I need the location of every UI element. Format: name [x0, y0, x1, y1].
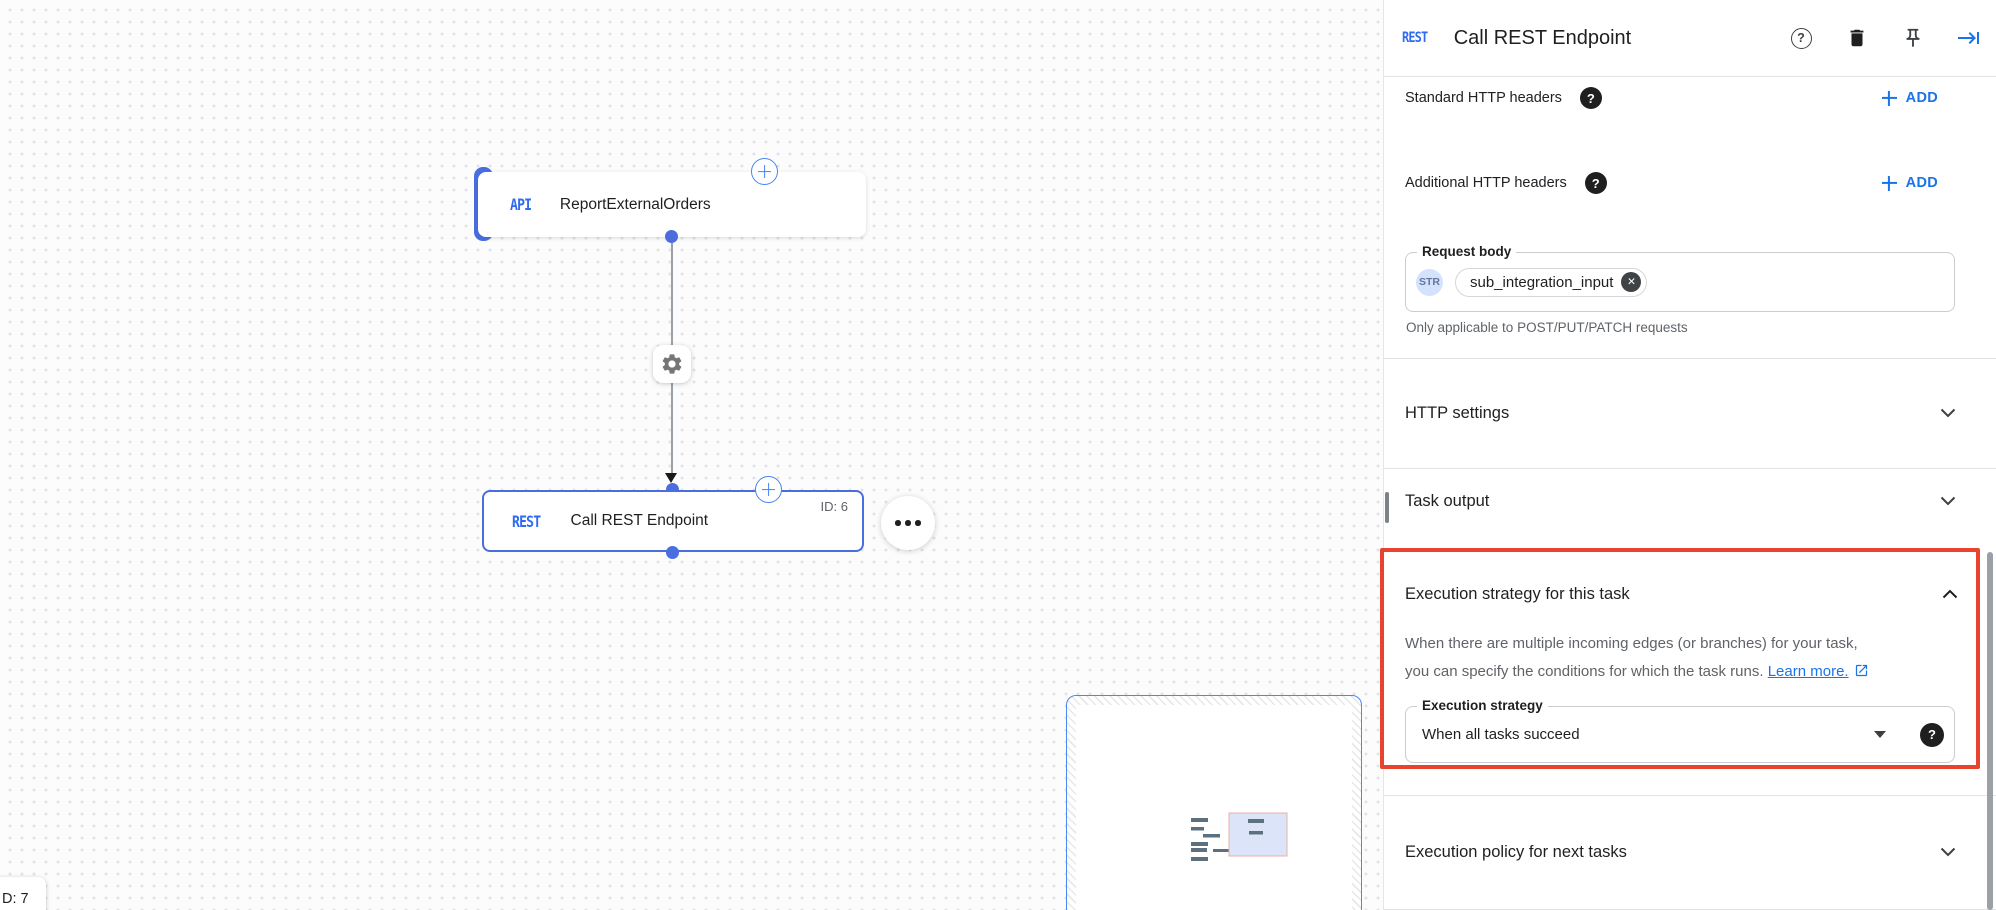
- http-settings-title: HTTP settings: [1405, 403, 1510, 422]
- standard-http-headers-label: Standard HTTP headers: [1405, 90, 1562, 106]
- help-button[interactable]: [1788, 25, 1814, 51]
- request-body-label: Request body: [1417, 244, 1517, 259]
- edge-settings-button[interactable]: [653, 345, 691, 383]
- task-more-actions-button[interactable]: [881, 496, 935, 550]
- section-execution-strategy[interactable]: Execution strategy for this task: [1405, 580, 1958, 608]
- keyboard-tab-icon: [1958, 32, 1979, 44]
- request-body-field[interactable]: Request body STR sub_integration_input: [1405, 244, 1955, 312]
- delete-task-button[interactable]: [1844, 25, 1870, 51]
- execution-policy-title: Execution policy for next tasks: [1405, 842, 1627, 861]
- dot-icon: [915, 520, 921, 526]
- panel-scrollbar[interactable]: [1987, 552, 1993, 910]
- minimap-diagram-icon: [1191, 812, 1288, 861]
- help-filled-icon[interactable]: [1920, 722, 1944, 747]
- add-task-icon[interactable]: [755, 476, 782, 503]
- request-body-helper-text: Only applicable to POST/PUT/PATCH reques…: [1406, 320, 1688, 335]
- task-node-call-rest-endpoint[interactable]: REST Call REST Endpoint ID: 6: [482, 490, 864, 552]
- task-node-label: Call REST Endpoint: [570, 512, 709, 529]
- dot-icon: [905, 520, 911, 526]
- gear-icon: [662, 354, 682, 374]
- learn-more-link[interactable]: Learn more.: [1767, 662, 1849, 680]
- help-filled-icon[interactable]: [1579, 87, 1602, 109]
- dot-icon: [895, 520, 901, 526]
- description-line-1: When there are multiple incoming edges (…: [1405, 635, 1858, 652]
- section-http-settings[interactable]: HTTP settings: [1384, 358, 1996, 468]
- dropdown-caret-icon[interactable]: [1874, 731, 1886, 738]
- execution-strategy-select[interactable]: Execution strategy When all tasks succee…: [1405, 698, 1955, 763]
- workflow-canvas[interactable]: API ReportExternalOrders REST Call REST …: [0, 0, 1383, 910]
- edge-arrowhead-icon: [665, 473, 677, 483]
- help-filled-icon[interactable]: [1584, 172, 1607, 194]
- request-body-variable-pill[interactable]: sub_integration_input: [1455, 267, 1648, 297]
- chevron-up-icon: [1942, 589, 1958, 599]
- variable-pill-label: sub_integration_input: [1470, 273, 1614, 291]
- section-divider: [1384, 358, 1996, 359]
- add-button-label: ADD: [1905, 90, 1938, 106]
- add-button-label: ADD: [1905, 175, 1938, 191]
- help-outline-icon: [1790, 27, 1812, 49]
- chevron-down-icon: [1940, 496, 1956, 506]
- pin-panel-button[interactable]: [1900, 25, 1926, 51]
- task-config-panel: REST Call REST Endpoint Standard HTT: [1380, 0, 1996, 910]
- section-execution-policy[interactable]: Execution policy for next tasks: [1384, 795, 1996, 909]
- chevron-down-icon: [1940, 408, 1956, 418]
- standard-http-headers-row: Standard HTTP headers ADD: [1405, 84, 1938, 112]
- pin-icon: [1906, 28, 1920, 48]
- rest-panel-badge: REST: [1402, 30, 1428, 46]
- minimap-viewport: [1076, 705, 1352, 910]
- add-additional-header-button[interactable]: ADD: [1882, 175, 1938, 191]
- additional-http-headers-row: Additional HTTP headers ADD: [1405, 169, 1938, 197]
- plus-icon: [1882, 91, 1897, 106]
- trigger-node-report-external-orders[interactable]: API ReportExternalOrders: [478, 172, 866, 237]
- execution-strategy-description: When there are multiple incoming edges (…: [1405, 630, 1956, 685]
- execution-strategy-title: Execution strategy for this task: [1405, 584, 1630, 603]
- open-in-new-icon[interactable]: [1854, 663, 1869, 678]
- header-divider: [1384, 76, 1996, 77]
- canvas-minimap[interactable]: [1066, 695, 1362, 910]
- plus-icon: [1882, 176, 1897, 191]
- rest-task-badge: REST: [512, 511, 541, 531]
- section-task-output[interactable]: Task output: [1384, 468, 1996, 534]
- canvas-id-chip-label: D: 7: [2, 891, 29, 907]
- execution-strategy-field-label: Execution strategy: [1417, 698, 1548, 713]
- description-line-2: you can specify the conditions for which…: [1405, 662, 1764, 680]
- trigger-output-port[interactable]: [665, 230, 678, 243]
- string-type-chip: STR: [1416, 268, 1443, 296]
- task-id-label: ID: 6: [820, 499, 848, 514]
- trigger-node-label: ReportExternalOrders: [559, 195, 711, 213]
- execution-strategy-value: When all tasks succeed: [1422, 726, 1580, 743]
- panel-header: REST Call REST Endpoint: [1384, 0, 1996, 76]
- chevron-down-icon: [1940, 847, 1956, 857]
- remove-variable-icon[interactable]: [1621, 272, 1642, 292]
- add-standard-header-button[interactable]: ADD: [1882, 90, 1938, 106]
- section-divider: [1384, 795, 1996, 796]
- add-task-icon[interactable]: [751, 158, 778, 185]
- task-output-port[interactable]: [666, 546, 679, 559]
- section-divider: [1384, 468, 1996, 469]
- api-trigger-badge: API: [510, 195, 532, 214]
- additional-http-headers-label: Additional HTTP headers: [1405, 175, 1567, 191]
- trash-icon: [1850, 29, 1864, 47]
- task-output-title: Task output: [1405, 491, 1490, 510]
- collapse-panel-button[interactable]: [1956, 25, 1982, 51]
- panel-scroll-indicator: [1385, 492, 1389, 523]
- panel-title: Call REST Endpoint: [1453, 26, 1632, 49]
- canvas-id-chip: D: 7: [0, 877, 46, 910]
